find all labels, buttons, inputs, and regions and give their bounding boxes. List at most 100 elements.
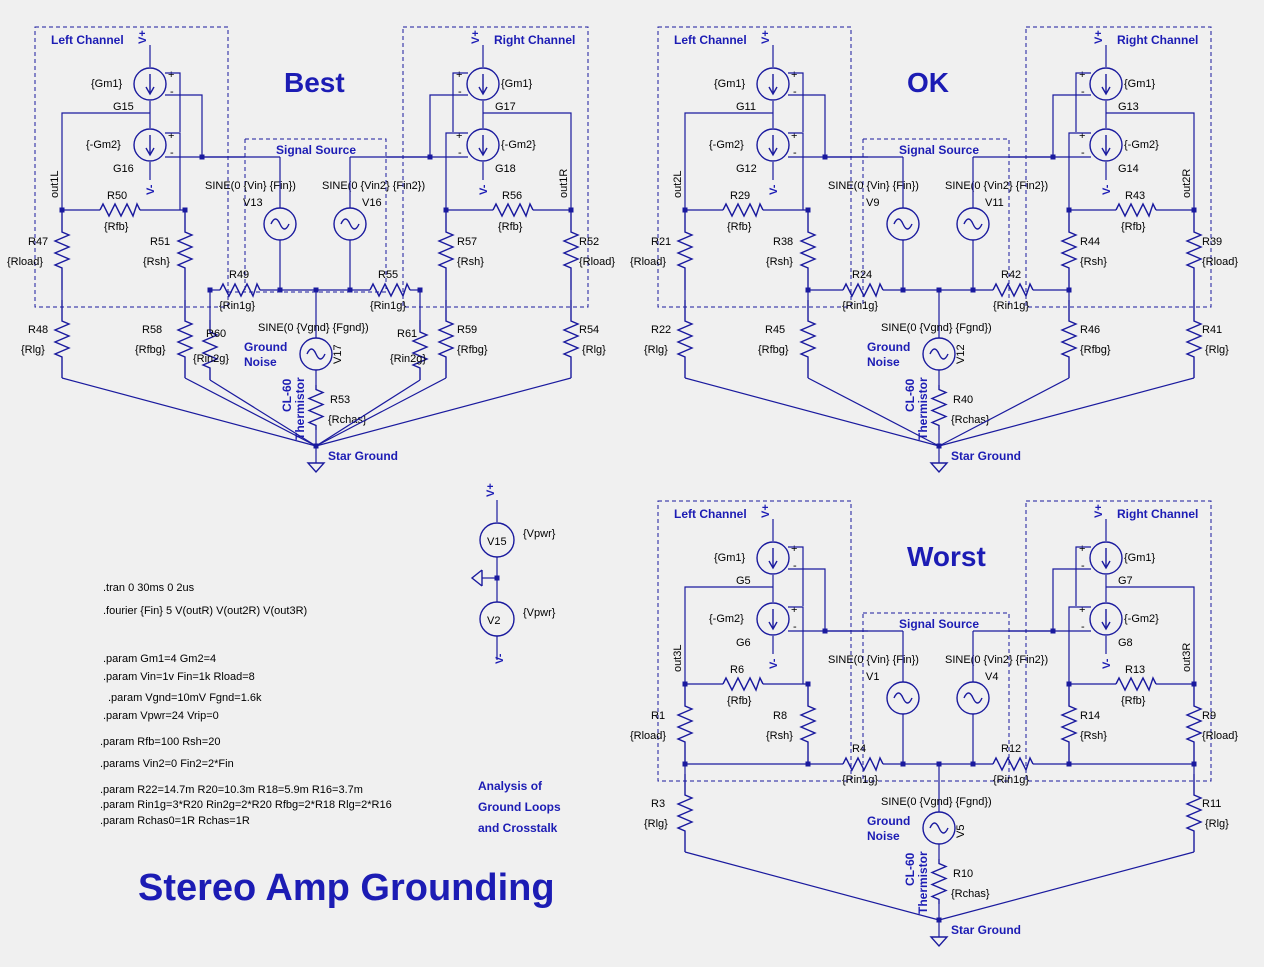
out-right-net: out1R	[558, 169, 570, 198]
rlg-left-zigzag	[676, 774, 694, 852]
rsh-left-name: R8	[773, 710, 787, 722]
v2-name: V2	[487, 615, 500, 627]
v17-source	[299, 337, 333, 371]
rin1g-right-value: {Rin1g}	[993, 774, 1029, 786]
minus-terminal: -	[793, 560, 797, 572]
rfb-right-name: R13	[1125, 664, 1145, 676]
rlg-left-value: {Rlg}	[644, 344, 668, 356]
sine-wave-icon	[929, 822, 949, 834]
vplus-net-label: V+	[470, 30, 482, 44]
wire	[165, 72, 181, 132]
vgnd-sine-spec: SINE(0 {Vgnd} {Fgnd})	[258, 322, 369, 334]
ground-noise-label: Ground	[244, 340, 287, 354]
junction-dot	[970, 287, 976, 293]
gm2-value: {-Gm2}	[86, 139, 121, 151]
vminus-net-label: V-	[145, 184, 157, 195]
g18-source	[466, 128, 500, 162]
plus-terminal: +	[791, 604, 797, 616]
rsh-right-value: {Rsh}	[1080, 256, 1107, 268]
rload-right	[1185, 210, 1203, 290]
rfbg-right-name: R59	[457, 324, 477, 336]
rin2g-left-name: R60	[206, 328, 226, 340]
arrow-down-icon	[145, 147, 155, 157]
g15-source	[133, 67, 167, 101]
analysis-note-line: Analysis of	[478, 779, 543, 793]
g-right-lower-name: G14	[1118, 163, 1139, 175]
wire	[1075, 72, 1091, 132]
title-group: Stereo Amp Grounding	[138, 867, 555, 909]
spice-directive: .param Vpwr=24 Vrip=0	[103, 710, 219, 722]
rchas-resistor	[307, 385, 325, 430]
minus-terminal: -	[1081, 560, 1085, 572]
rload-right-zigzag	[562, 210, 580, 290]
wire	[165, 94, 245, 158]
rchas-resistor	[930, 385, 948, 430]
ground-icon	[929, 936, 949, 948]
right-channel-box	[1025, 500, 1212, 782]
vgnd-name: V5	[955, 825, 967, 838]
rload-left-name: R47	[28, 236, 48, 248]
vplus-net-label: V+	[760, 30, 772, 44]
rin2g-left	[201, 320, 219, 380]
spice-directive: .params Vin2=0 Fin2=2*Fin	[100, 758, 234, 770]
rlg-right	[1185, 300, 1203, 378]
g-left-lower-name: G6	[736, 637, 751, 649]
rchas-value: {Rchas}	[951, 888, 990, 900]
rsh-right	[1060, 210, 1078, 290]
g14-source-body	[1089, 128, 1123, 162]
vin-name: V13	[243, 197, 263, 209]
v16-source	[333, 207, 367, 241]
out-right-net: out2R	[1181, 169, 1193, 198]
rsh-left	[799, 210, 817, 290]
rsh-left-zigzag	[176, 210, 194, 290]
rload-left-zigzag	[53, 210, 71, 290]
rin1g-right-name: R55	[378, 269, 398, 281]
rload-right-name: R9	[1202, 710, 1216, 722]
plus-terminal: +	[1079, 69, 1085, 81]
g-left-upper-name: G5	[736, 575, 751, 587]
rlg-right-zigzag	[1185, 300, 1203, 378]
out-left-net: out1L	[49, 170, 61, 198]
wire	[386, 94, 468, 158]
rsh-left-value: {Rsh}	[143, 256, 170, 268]
g18-source-body	[466, 128, 500, 162]
junction-dot	[347, 287, 353, 293]
right-channel-box	[1025, 26, 1212, 308]
vin2-name: V16	[362, 197, 382, 209]
rlg-left	[53, 300, 71, 378]
rchas-value: {Rchas}	[951, 414, 990, 426]
rfb-left-zigzag	[99, 202, 141, 218]
rfb-right-name: R43	[1125, 190, 1145, 202]
rload-left	[676, 684, 694, 764]
spice-directive: .param Rin1g=3*R20 Rin2g=2*R20 Rfbg=2*R1…	[100, 799, 392, 811]
vgnd-sine-spec: SINE(0 {Vgnd} {Fgnd})	[881, 322, 992, 334]
star-ground-label: Star Ground	[951, 923, 1021, 937]
plus-terminal: +	[1079, 604, 1085, 616]
g11-source	[756, 67, 790, 101]
vminus-net-label: V-	[1101, 658, 1113, 669]
rlg-right-value: {Rlg}	[1205, 818, 1229, 830]
wire	[938, 377, 1070, 447]
rchas-name: R40	[953, 394, 973, 406]
wire	[452, 72, 468, 132]
spice-directive: .param R22=14.7m R20=10.3m R18=5.9m R16=…	[100, 784, 363, 796]
schematic-title: Stereo Amp Grounding	[138, 867, 555, 909]
plus-terminal: +	[168, 69, 174, 81]
vminus-net-label: V-	[478, 184, 490, 195]
rfb-left-name: R29	[730, 190, 750, 202]
power-supply: V+V15{Vpwr}V2{Vpwr}V-	[470, 483, 556, 664]
rin1g-right-zigzag	[369, 282, 411, 298]
rload-right-value: {Rload}	[1202, 730, 1238, 742]
rlg-right-name: R41	[1202, 324, 1222, 336]
rfb-right-value: {Rfb}	[1121, 695, 1146, 707]
spice-directive: .param Rfb=100 Rsh=20	[100, 736, 220, 748]
vminus-net-label: V-	[1101, 184, 1113, 195]
rload-right	[562, 210, 580, 290]
rchas-value: {Rchas}	[328, 414, 367, 426]
vin-sine-spec: SINE(0 {Vin} {Fin})	[205, 180, 296, 192]
rin2g-left-value: {Rin2g}	[193, 353, 229, 365]
g6-source	[756, 602, 790, 636]
wire	[1106, 586, 1195, 684]
rload-left-zigzag	[676, 210, 694, 290]
